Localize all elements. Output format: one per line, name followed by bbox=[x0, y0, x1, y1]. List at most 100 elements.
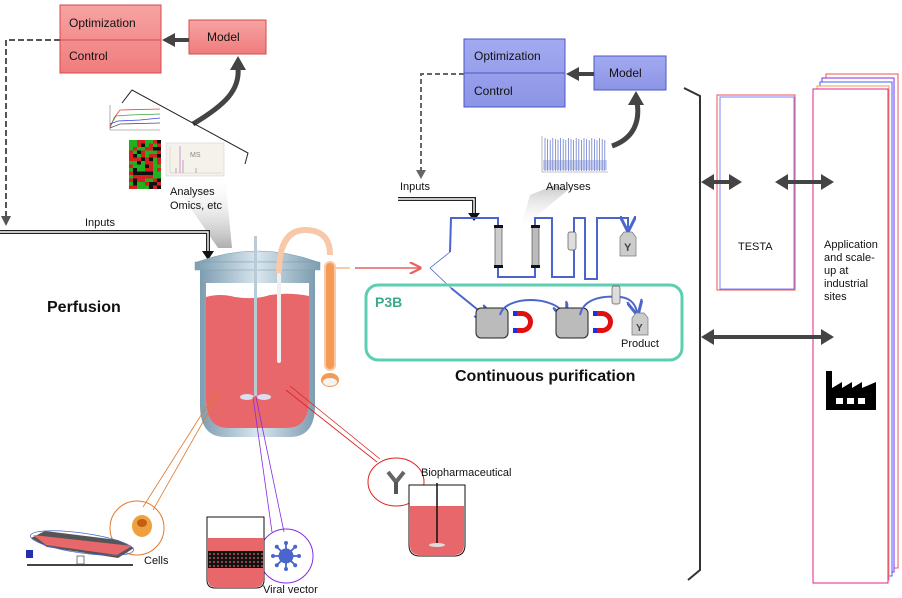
heatmap-cell bbox=[133, 168, 137, 172]
heatmap-cell bbox=[141, 171, 145, 175]
chromatography-train: Y bbox=[429, 218, 637, 289]
heatmap-cell bbox=[145, 175, 149, 179]
heatmap-cell bbox=[137, 175, 141, 179]
heatmap-cell bbox=[149, 143, 153, 147]
heatmap-cell bbox=[145, 150, 149, 154]
chromatography-beaker-icon bbox=[206, 516, 265, 589]
cells-label: Cells bbox=[144, 555, 169, 567]
heatmap-cell bbox=[157, 178, 161, 182]
heatmap-cell bbox=[133, 157, 137, 161]
heatmap-cell bbox=[157, 164, 161, 168]
heatmap-cell bbox=[145, 178, 149, 182]
mid-model-label: Model bbox=[609, 66, 642, 80]
heatmap-cell bbox=[129, 168, 133, 172]
heatmap-cell bbox=[157, 185, 161, 189]
heatmap-cell bbox=[157, 140, 161, 144]
heatmap-cell bbox=[153, 178, 157, 182]
left-model-to-control-arrow bbox=[162, 33, 189, 47]
heatmap-cell bbox=[149, 154, 153, 158]
testa-industry-double-arrow bbox=[775, 174, 834, 190]
heatmap-cell bbox=[141, 150, 145, 154]
heatmap-cell bbox=[129, 164, 133, 168]
heatmap-cell bbox=[145, 168, 149, 172]
virus-spike-tip bbox=[293, 563, 298, 568]
heatmap-cell bbox=[137, 168, 141, 172]
magnetic-separation-train: Y bbox=[450, 285, 649, 339]
heatmap-cell bbox=[153, 150, 157, 154]
perfusion-title: Perfusion bbox=[47, 299, 121, 316]
heatmap-cell bbox=[137, 182, 141, 186]
heatmap-cell bbox=[145, 147, 149, 151]
p3b-label: P3B bbox=[375, 294, 402, 310]
left-control-label: Control bbox=[69, 49, 108, 63]
industry-label-line: and scale- bbox=[824, 252, 875, 264]
heatmap-cell bbox=[129, 154, 133, 158]
heatmap-cell bbox=[141, 157, 145, 161]
heatmap-cell bbox=[133, 140, 137, 144]
heatmap-cell bbox=[141, 147, 145, 151]
heatmap-cell bbox=[153, 171, 157, 175]
svg-text:Y: Y bbox=[636, 323, 643, 334]
heatmap-cell bbox=[157, 175, 161, 179]
heatmap-cell bbox=[157, 150, 161, 154]
left-model-box: Model bbox=[188, 19, 267, 55]
heatmap-cell bbox=[149, 140, 153, 144]
heatmap-cell bbox=[129, 161, 133, 165]
mid-inputs-label: Inputs bbox=[400, 181, 430, 193]
heatmap-cell bbox=[137, 140, 141, 144]
heatmap-cell bbox=[157, 182, 161, 186]
heatmap-cell bbox=[133, 154, 137, 158]
heatmap-cell bbox=[141, 164, 145, 168]
heatmap-cell bbox=[157, 157, 161, 161]
heatmap-cell bbox=[149, 147, 153, 151]
virus-icon bbox=[271, 541, 301, 571]
heatmap-cell bbox=[149, 175, 153, 179]
heatmap-cell bbox=[137, 154, 141, 158]
heatmap-cell bbox=[153, 154, 157, 158]
mid-analyses-label: Analyses bbox=[546, 181, 591, 193]
heatmap-cell bbox=[141, 175, 145, 179]
heatmap-cell bbox=[149, 171, 153, 175]
biopharmaceutical-callout bbox=[285, 385, 425, 507]
heatmap-cell bbox=[153, 185, 157, 189]
left-inputs-label: Inputs bbox=[85, 217, 115, 229]
antibody-icon bbox=[386, 470, 406, 494]
industry-label-line: Application bbox=[824, 239, 878, 251]
product-label: Product bbox=[621, 338, 659, 350]
heatmap-cell bbox=[133, 178, 137, 182]
left-opt-control-box: Optimization Control bbox=[59, 4, 162, 74]
mid-analyses-to-model-arrow bbox=[611, 91, 644, 149]
mid-analyses-cone bbox=[520, 185, 568, 230]
heatmap-cell bbox=[145, 157, 149, 161]
heatmap-cell bbox=[157, 161, 161, 165]
heatmap-cell bbox=[149, 161, 153, 165]
virus-capsid bbox=[278, 548, 294, 564]
heatmap-cell bbox=[149, 164, 153, 168]
heatmap-cell bbox=[145, 182, 149, 186]
heatmap-cell bbox=[137, 161, 141, 165]
heatmap-cell bbox=[133, 164, 137, 168]
heatmap-cell bbox=[133, 182, 137, 186]
mid-control-label: Control bbox=[474, 84, 513, 98]
mid-model-to-control-arrow bbox=[566, 67, 594, 81]
industry-label-line: industrial bbox=[824, 278, 868, 290]
heatmap-cell bbox=[129, 157, 133, 161]
chromatogram-thumbnail bbox=[541, 136, 608, 173]
right-bracket bbox=[683, 87, 701, 581]
mid-opt-control-box: Optimization Control bbox=[463, 38, 566, 108]
bioreactor-medium bbox=[206, 293, 309, 428]
magnet-icon bbox=[593, 311, 613, 333]
heatmap-cell bbox=[141, 161, 145, 165]
mid-feedback-dashed-line bbox=[416, 73, 464, 179]
heatmap-cell bbox=[137, 178, 141, 182]
heatmap-cell bbox=[145, 143, 149, 147]
heatmap-cell bbox=[149, 157, 153, 161]
wave-bioreactor-icon bbox=[26, 530, 134, 566]
p3b-box: P3B bbox=[364, 283, 684, 362]
virus-spike-tip bbox=[271, 554, 275, 558]
heatmap-cell bbox=[129, 178, 133, 182]
heatmap-cell bbox=[129, 171, 133, 175]
continuous-purification-title: Continuous purification bbox=[455, 368, 635, 385]
heatmap-cell bbox=[133, 161, 137, 165]
